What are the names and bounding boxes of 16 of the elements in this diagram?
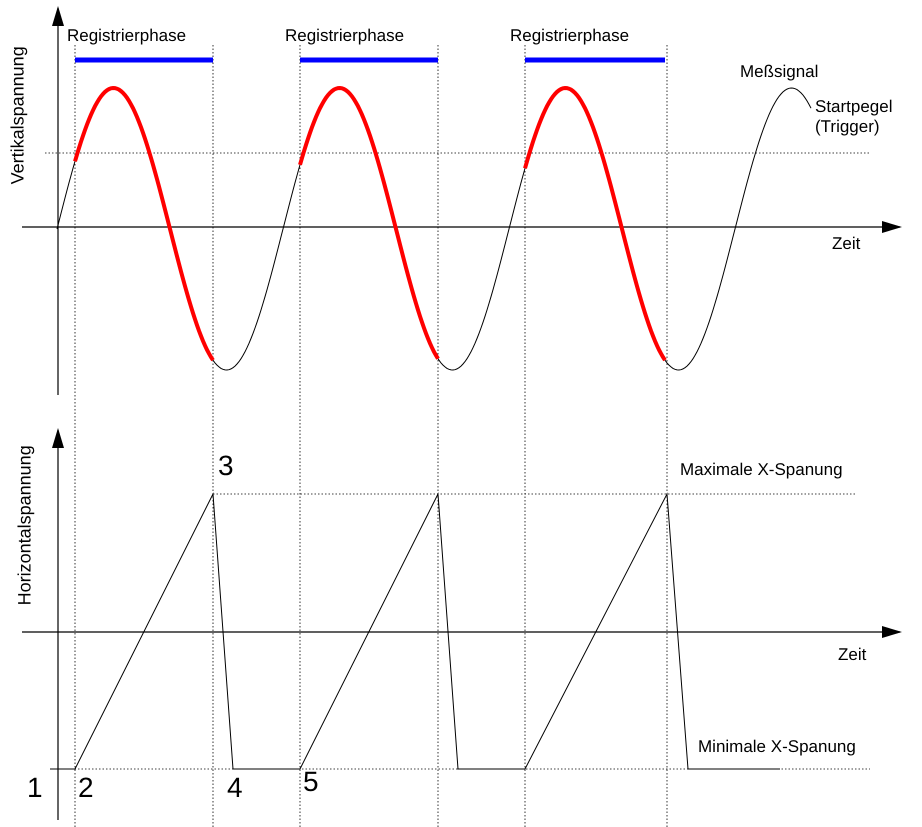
level-label: Maximale X-Spanung	[680, 460, 843, 480]
axis-label: Zeit	[838, 645, 866, 665]
signal-label: Meßsignal	[740, 62, 818, 82]
axis-label: Horizontalspannung	[14, 444, 36, 605]
point-number: 5	[303, 766, 319, 798]
point-number: 4	[227, 772, 243, 804]
axis-label: Zeit	[832, 234, 860, 254]
phase-label: Registrierphase	[285, 26, 404, 46]
point-number: 1	[27, 772, 43, 804]
phase-label: Registrierphase	[67, 26, 186, 46]
level-label: Startpegel (Trigger)	[815, 97, 894, 136]
point-number: 2	[78, 772, 94, 804]
point-number: 3	[218, 450, 234, 482]
phase-label: Registrierphase	[510, 26, 630, 46]
level-label: Minimale X-Spanung	[698, 737, 856, 757]
axis-label: Vertikalspannung	[8, 46, 28, 184]
